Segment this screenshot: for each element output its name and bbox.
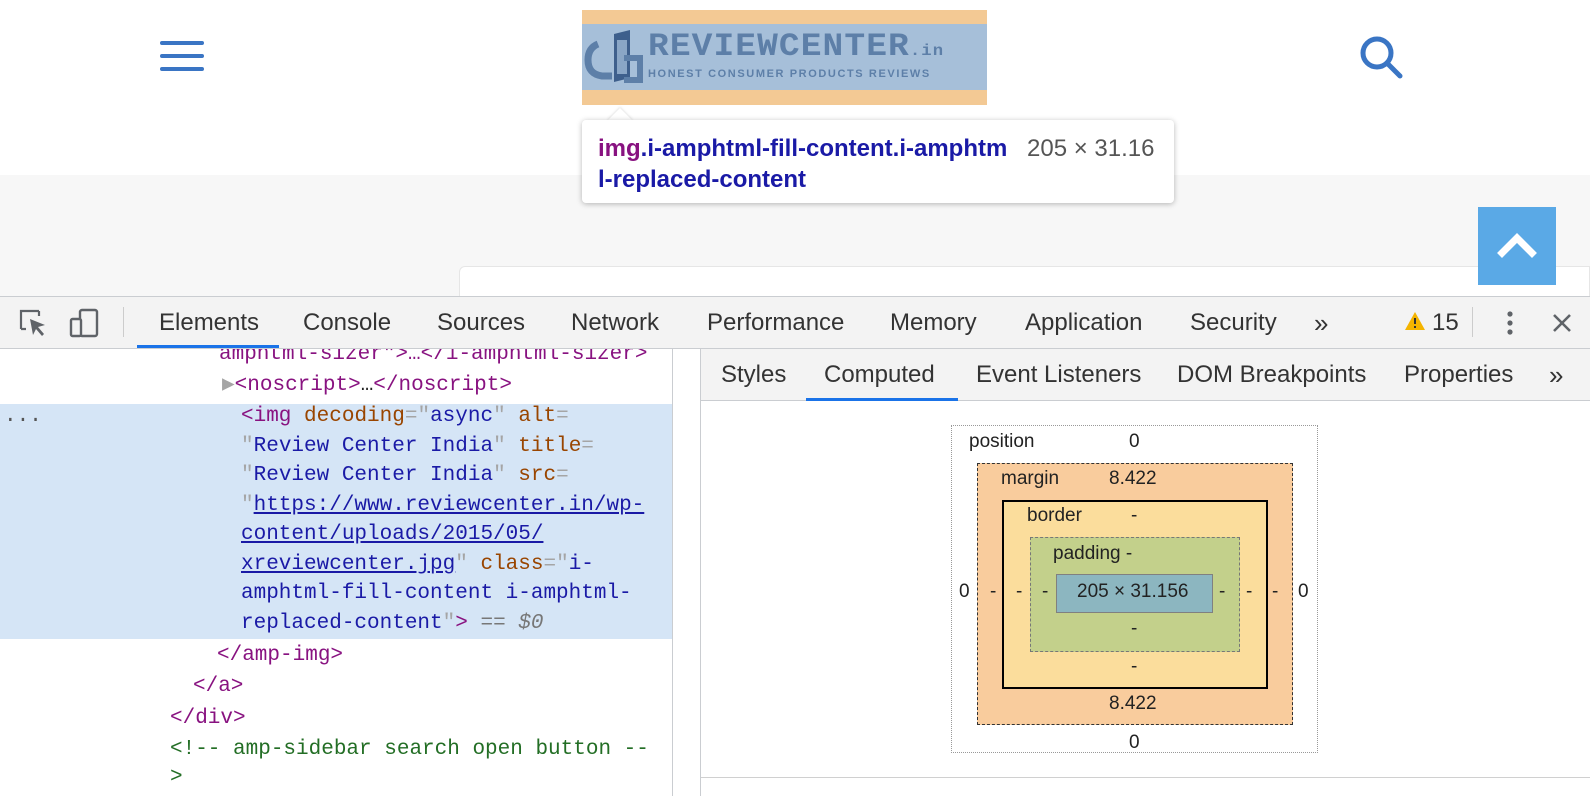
site-logo[interactable]: REVIEWCENTER.in HONEST CONSUMER PRODUCTS… bbox=[582, 24, 987, 90]
position-right-value[interactable]: 0 bbox=[1298, 581, 1309, 602]
dom-line-img-5[interactable]: content/uploads/2015/05/ bbox=[241, 520, 543, 550]
tab-network[interactable]: Network bbox=[571, 309, 660, 336]
dom-line-img-1[interactable]: <img decoding="async" alt= bbox=[241, 405, 569, 428]
warnings-counter[interactable]: 15 bbox=[1404, 297, 1459, 349]
border-right-value[interactable]: - bbox=[1246, 581, 1253, 602]
margin-top-value[interactable]: 8.422 bbox=[1109, 468, 1157, 489]
tab-sources[interactable]: Sources bbox=[437, 309, 526, 336]
pane-splitter[interactable] bbox=[672, 349, 673, 796]
padding-left-value[interactable]: - bbox=[1042, 581, 1049, 602]
dom-line-img-6[interactable]: xreviewcenter.jpg" class="i- bbox=[241, 553, 594, 576]
tooltip-dimensions: 205 × 31.16 bbox=[1027, 135, 1155, 162]
border-label: border bbox=[1027, 505, 1082, 526]
search-icon[interactable] bbox=[1358, 34, 1404, 80]
margin-right-value[interactable]: - bbox=[1272, 581, 1279, 602]
tab-computed[interactable]: Computed bbox=[824, 361, 935, 388]
tab-memory[interactable]: Memory bbox=[890, 309, 977, 336]
toolbar-divider-2 bbox=[1472, 307, 1473, 337]
dom-line-close-amp-img[interactable]: </amp-img> bbox=[217, 644, 344, 667]
warning-icon bbox=[1404, 298, 1426, 350]
tooltip-selector-tag: img bbox=[598, 135, 641, 162]
src-link-end[interactable]: xreviewcenter.jpg bbox=[241, 553, 456, 576]
website-viewport: REVIEWCENTER.in HONEST CONSUMER PRODUCTS… bbox=[0, 0, 1590, 296]
logo-mark-icon bbox=[584, 30, 643, 83]
tab-console[interactable]: Console bbox=[303, 309, 392, 336]
dom-line-img-3[interactable]: "Review Center India" src= bbox=[241, 464, 569, 487]
tab-elements[interactable]: Elements bbox=[159, 309, 260, 336]
border-left-value[interactable]: - bbox=[1016, 581, 1023, 602]
toolbar-divider bbox=[123, 307, 124, 337]
position-left-value[interactable]: 0 bbox=[959, 581, 970, 602]
tab-properties[interactable]: Properties bbox=[1404, 361, 1514, 388]
hamburger-menu-icon[interactable] bbox=[160, 40, 204, 72]
position-top-value[interactable]: 0 bbox=[1129, 431, 1140, 452]
tab-dom-breakpoints[interactable]: DOM Breakpoints bbox=[1177, 361, 1367, 388]
position-label: position bbox=[969, 431, 1035, 452]
devtools-toolbar: Elements Console Sources Network Perform… bbox=[0, 297, 1590, 349]
border-bottom-value[interactable]: - bbox=[1131, 656, 1138, 677]
warning-count: 15 bbox=[1432, 309, 1459, 336]
src-link-cont[interactable]: content/uploads/2015/05/ bbox=[241, 523, 544, 546]
tab-event-listeners[interactable]: Event Listeners bbox=[976, 361, 1142, 388]
tooltip-selector: img.i-amphtml-fill-content.i-amphtml-rep… bbox=[598, 133, 1008, 195]
padding-bottom-value[interactable]: - bbox=[1131, 618, 1138, 639]
inspect-element-icon[interactable] bbox=[17, 307, 49, 339]
content-size-value[interactable]: 205 × 31.156 bbox=[1077, 581, 1189, 602]
dom-line-comment-end[interactable]: > bbox=[170, 766, 183, 789]
dom-line-close-a[interactable]: </a> bbox=[193, 675, 244, 698]
logo-word: REVIEWCENTER bbox=[648, 28, 910, 65]
tab-performance[interactable]: Performance bbox=[707, 309, 845, 336]
pane-section-divider bbox=[701, 777, 1590, 778]
dom-line-noscript[interactable]: ▶<noscript>…</noscript> bbox=[222, 374, 512, 397]
element-inspect-tooltip: img.i-amphtml-fill-content.i-amphtml-rep… bbox=[582, 120, 1174, 203]
margin-left-value[interactable]: - bbox=[990, 581, 997, 602]
close-devtools-icon[interactable] bbox=[1548, 307, 1580, 339]
logo-wordmark: REVIEWCENTER.in bbox=[648, 28, 944, 65]
tooltip-arrow bbox=[607, 108, 633, 121]
box-model-content[interactable] bbox=[1056, 574, 1213, 613]
sidebar-pane: Styles Computed Event Listeners DOM Brea… bbox=[700, 349, 1590, 796]
device-toolbar-icon[interactable] bbox=[68, 307, 100, 339]
position-bottom-value[interactable]: 0 bbox=[1129, 732, 1140, 753]
src-link[interactable]: https://www.reviewcenter.in/wp- bbox=[253, 494, 645, 517]
devtools-panel: Elements Console Sources Network Perform… bbox=[0, 296, 1590, 796]
dom-line-img-7[interactable]: amphtml-fill-content i-amphtml- bbox=[241, 582, 632, 605]
border-top-value[interactable]: - bbox=[1131, 505, 1138, 526]
padding-right-value[interactable]: - bbox=[1219, 581, 1226, 602]
more-subtabs-icon[interactable]: » bbox=[1549, 360, 1564, 390]
margin-bottom-value[interactable]: 8.422 bbox=[1109, 693, 1157, 714]
sidebar-tabs: Styles Computed Event Listeners DOM Brea… bbox=[701, 349, 1590, 401]
dom-line-img-8[interactable]: replaced-content"> == $0 bbox=[241, 612, 544, 635]
chevron-up-icon bbox=[1497, 233, 1537, 258]
active-tab-indicator bbox=[137, 345, 279, 348]
selected-node-highlight bbox=[0, 404, 672, 639]
dom-line-img-2[interactable]: "Review Center India" title= bbox=[241, 435, 594, 458]
padding-label: padding - bbox=[1053, 543, 1133, 564]
margin-label: margin bbox=[1001, 468, 1060, 489]
content-card-edge bbox=[459, 266, 1590, 296]
dom-line-comment[interactable]: <!-- amp-sidebar search open button -- bbox=[170, 738, 649, 761]
dom-line-close-div[interactable]: </div> bbox=[170, 707, 246, 730]
scroll-to-top-button[interactable] bbox=[1478, 207, 1556, 285]
tab-application[interactable]: Application bbox=[1025, 309, 1143, 336]
logo-tagline: HONEST CONSUMER PRODUCTS REVIEWS bbox=[648, 68, 931, 80]
node-actions-icon[interactable]: ... bbox=[4, 405, 42, 428]
active-subtab-indicator bbox=[806, 398, 958, 401]
tab-security[interactable]: Security bbox=[1190, 309, 1277, 336]
dom-tree: amphtml-sizer">…</i-amphtml-sizer> ▶<nos… bbox=[0, 349, 672, 796]
more-tabs-icon[interactable]: » bbox=[1314, 308, 1329, 338]
dom-line-img-4[interactable]: "https://www.reviewcenter.in/wp- bbox=[241, 494, 645, 517]
dom-line-sizer[interactable]: amphtml-sizer">…</i-amphtml-sizer> bbox=[219, 349, 648, 366]
tab-styles[interactable]: Styles bbox=[721, 361, 787, 388]
logo-word-suffix: .in bbox=[909, 42, 945, 60]
tooltip-selector-classes: .i-amphtml-fill-content.i-amphtml-replac… bbox=[598, 135, 1008, 193]
kebab-menu-icon[interactable] bbox=[1494, 307, 1526, 339]
expand-triangle-icon[interactable]: ▶ bbox=[222, 374, 235, 397]
